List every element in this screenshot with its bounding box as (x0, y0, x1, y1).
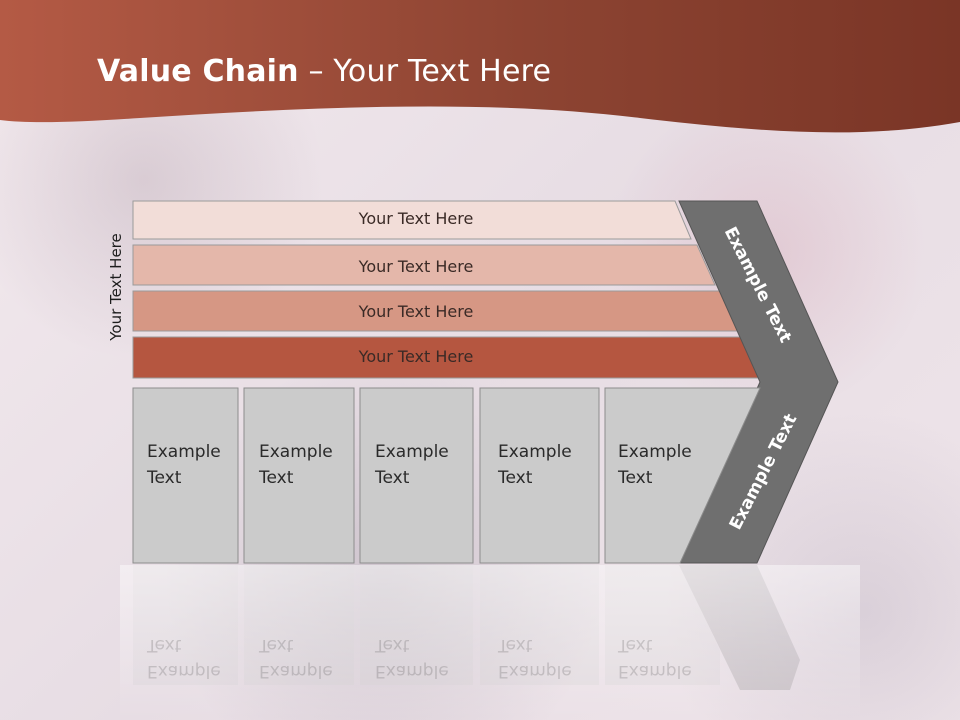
box-reflection-1: Example Text (147, 635, 221, 681)
box-reflection-4: Example Text (498, 635, 572, 681)
slide-title: Value Chain – Your Text Here (97, 54, 551, 89)
bar-1 (132, 200, 692, 240)
activity-box-4 (479, 387, 600, 564)
box-label-3: Example Text (375, 442, 449, 488)
bar-label-3: Your Text Here (358, 302, 474, 321)
box-label-5: Example Text (618, 442, 692, 488)
bar-label-4: Your Text Here (358, 347, 474, 366)
side-label: Your Text Here (107, 233, 125, 341)
box-reflection-3: Example Text (375, 635, 449, 681)
bar-label-2: Your Text Here (358, 257, 474, 276)
bar-label-1: Your Text Here (358, 209, 474, 228)
title-rest: – Your Text Here (298, 54, 552, 89)
activity-box-5 (604, 387, 761, 564)
activity-box-2 (243, 387, 355, 564)
value-chevron (678, 200, 839, 564)
bar-2 (132, 244, 716, 286)
box-reflection-2: Example Text (259, 635, 333, 681)
title-bold: Value Chain (97, 54, 299, 89)
box-reflection-5: Example Text (618, 635, 692, 681)
box-label-4: Example Text (498, 442, 572, 488)
activity-box-3 (359, 387, 474, 564)
box-label-2: Example Text (259, 442, 333, 488)
activity-box-1 (132, 387, 239, 564)
box-label-1: Example Text (147, 442, 221, 488)
header-banner (0, 0, 960, 133)
